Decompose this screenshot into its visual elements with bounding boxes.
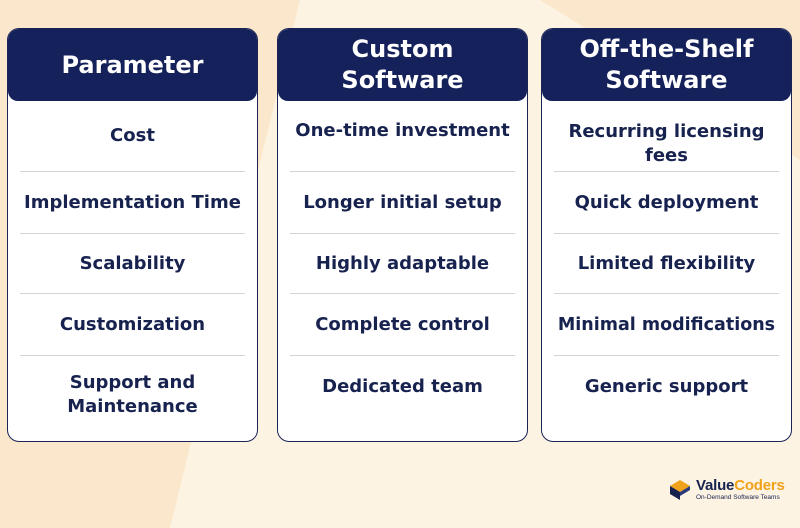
valuecoders-logo-icon <box>670 480 690 500</box>
custom-cell-scalability: Highly adaptable <box>315 252 490 274</box>
row-divider <box>290 233 515 234</box>
parameter-column: Parameter Cost Implementation Time Scala… <box>7 28 258 442</box>
row-divider <box>20 293 245 294</box>
custom-software-column: Custom Software One-time investment Long… <box>277 28 528 442</box>
parameter-cell-support: Support and Maintenance <box>67 371 198 417</box>
custom-cell-cost: One-time investment <box>295 120 510 141</box>
shelf-cell-support: Generic support <box>584 375 749 397</box>
valuecoders-logo: ValueCoders On-Demand Software Teams <box>668 478 785 502</box>
shelf-cell-customization: Minimal modifications <box>557 314 776 335</box>
row-divider <box>290 293 515 294</box>
shelf-cell-implementation-time: Quick deployment <box>574 191 759 213</box>
parameter-cell-customization: Customization <box>59 313 206 335</box>
parameter-cell-cost: Cost <box>110 125 155 146</box>
logo-wordmark: ValueCoders <box>696 477 785 494</box>
row-divider <box>20 233 245 234</box>
parameter-cell-scalability: Scalability <box>79 252 186 274</box>
custom-cell-customization: Complete control <box>315 313 490 335</box>
custom-software-header: Custom Software <box>278 29 527 101</box>
shelf-cell-scalability: Limited flexibility <box>577 252 756 274</box>
row-divider <box>554 355 779 356</box>
parameter-cell-implementation-time: Implementation Time <box>24 191 241 213</box>
row-divider <box>20 171 245 172</box>
parameter-header: Parameter <box>8 29 257 101</box>
off-the-shelf-header: Off-the-Shelf Software <box>542 29 791 101</box>
shelf-cell-cost: Recurring licensing fees <box>568 120 765 166</box>
logo-tagline: On-Demand Software Teams <box>696 494 780 501</box>
custom-cell-support: Dedicated team <box>322 375 483 397</box>
row-divider <box>290 171 515 172</box>
custom-cell-implementation-time: Longer initial setup <box>303 191 502 213</box>
off-the-shelf-column: Off-the-Shelf Software Recurring licensi… <box>541 28 792 442</box>
row-divider <box>554 171 779 172</box>
row-divider <box>290 355 515 356</box>
row-divider <box>554 233 779 234</box>
row-divider <box>554 293 779 294</box>
row-divider <box>20 355 245 356</box>
